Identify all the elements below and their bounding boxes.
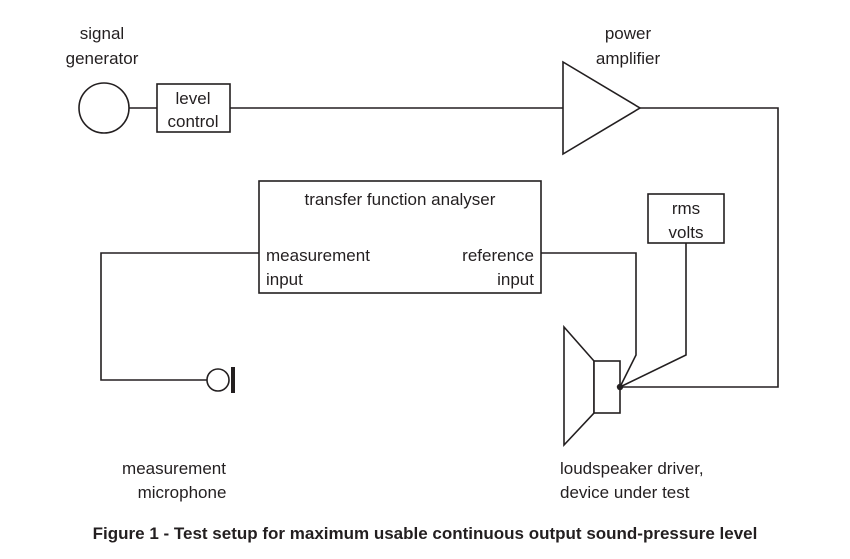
microphone-icon	[206, 367, 235, 393]
wires	[100, 107, 779, 388]
wire-amplifier-to-speaker	[620, 107, 779, 388]
loudspeaker-icon	[563, 324, 624, 448]
power-amplifier-icon	[562, 60, 642, 156]
level-control-label-2: control	[167, 112, 218, 131]
level-control-box	[156, 83, 231, 133]
loudspeaker-label-1: loudspeaker driver,	[560, 459, 704, 478]
measurement-input-label-1: measurement	[266, 246, 370, 265]
wire-speaker-to-rms	[619, 243, 687, 388]
power-amplifier-label-1: power	[605, 24, 652, 43]
microphone-label-2: microphone	[138, 483, 227, 502]
rms-volts-label-1: rms	[672, 199, 700, 218]
microphone-label-1: measurement	[122, 459, 226, 478]
rms-volts-label-2: volts	[669, 223, 704, 242]
power-amplifier-label-2: amplifier	[596, 49, 661, 68]
level-control-label-1: level	[176, 89, 211, 108]
figure-caption: Figure 1 - Test setup for maximum usable…	[93, 524, 758, 543]
wire-microphone-to-measurement	[100, 252, 259, 381]
signal-generator-label-2: generator	[66, 49, 139, 68]
wire-speaker-to-reference	[541, 252, 637, 388]
reference-input-label-1: reference	[462, 246, 534, 265]
rms-volts-box	[647, 193, 725, 244]
measurement-input-label-2: input	[266, 270, 303, 289]
analyser-box	[258, 180, 542, 294]
signal-generator-label-1: signal	[80, 24, 124, 43]
reference-input-label-2: input	[497, 270, 534, 289]
analyser-title: transfer function analyser	[305, 190, 496, 209]
loudspeaker-label-2: device under test	[560, 483, 690, 502]
signal-generator-icon	[78, 82, 130, 134]
